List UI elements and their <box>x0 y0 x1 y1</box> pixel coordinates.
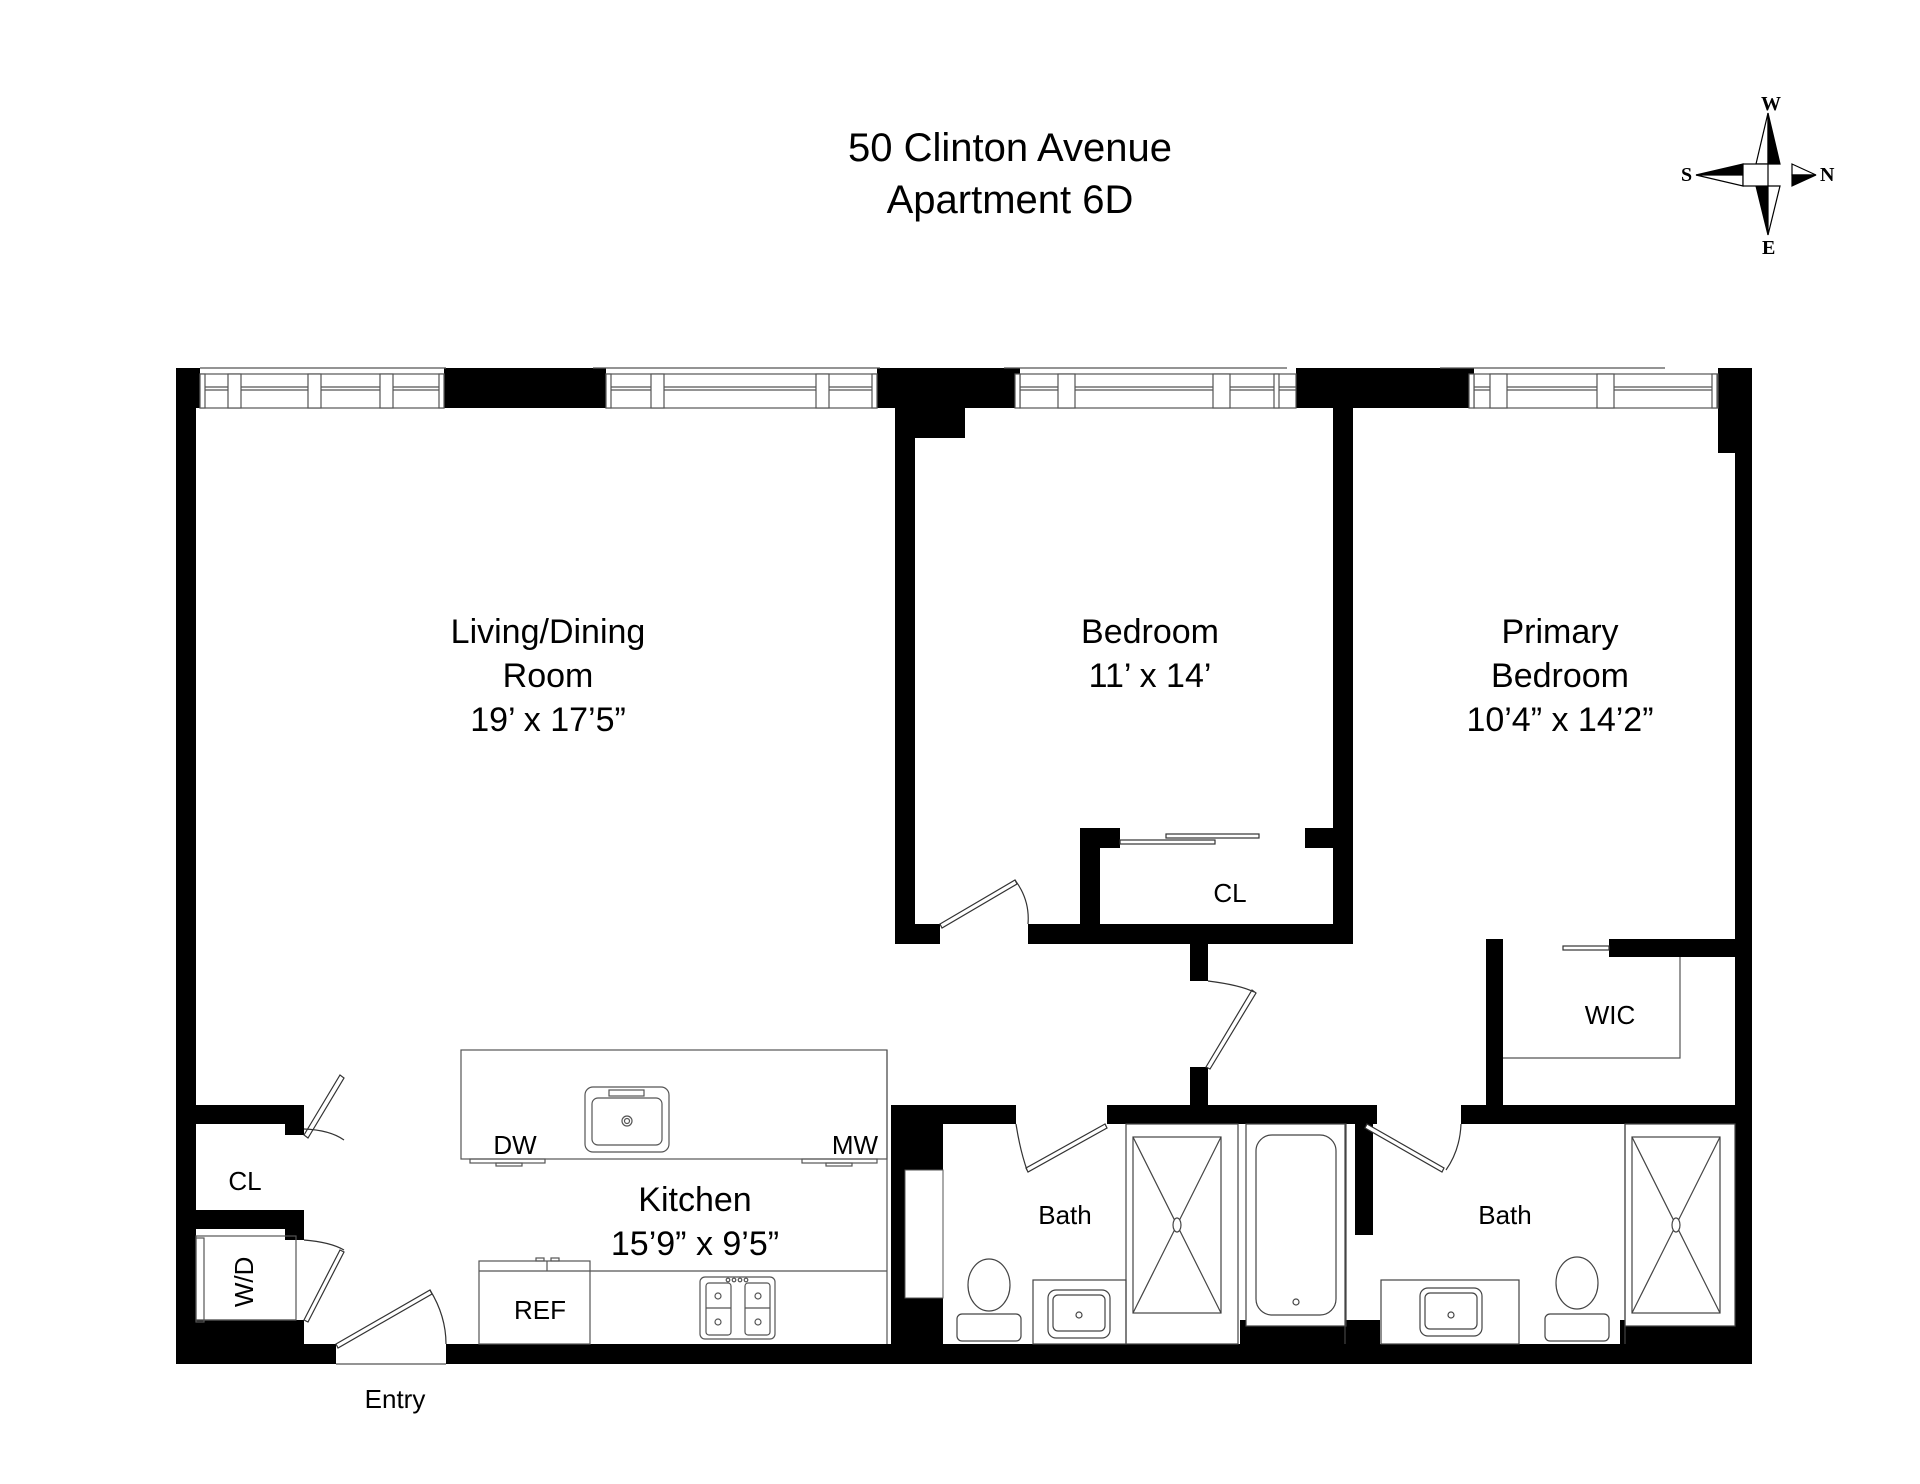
windows <box>199 367 1719 409</box>
compass-east: E <box>1762 237 1776 259</box>
room-bedroom-closet: CL <box>1213 878 1247 908</box>
room-bath-2: Bath <box>1478 1200 1532 1230</box>
room-name: Kitchen <box>638 1181 752 1219</box>
unit-number: Apartment 6D <box>886 178 1134 222</box>
room-name: Primary <box>1501 613 1619 651</box>
room-entry-closet: CL <box>228 1166 262 1196</box>
compass-south: S <box>1681 164 1693 186</box>
compass-north: N <box>1820 164 1835 186</box>
room-bedroom: Bedroom 11’ x 14’ <box>1000 610 1300 698</box>
room-primary-bedroom: Primary Bedroom 10’4” x 14’2” <box>1410 610 1710 742</box>
room-washer-dryer: W/D <box>229 1256 260 1308</box>
room-name: Bedroom <box>1081 613 1219 651</box>
appliance-dishwasher: DW <box>493 1130 537 1160</box>
address: 50 Clinton Avenue <box>848 126 1172 170</box>
room-size: 19’ x 17’5” <box>470 701 626 739</box>
bath-2-fixtures <box>1245 1123 1736 1345</box>
room-name: Living/Dining <box>450 613 646 651</box>
entry-fixtures <box>195 1235 297 1323</box>
room-entry: Entry <box>364 1384 426 1414</box>
room-size: 11’ x 14’ <box>1088 657 1212 695</box>
room-kitchen: Kitchen 15’9” x 9’5” <box>545 1178 845 1266</box>
room-walk-in-closet: WIC <box>1584 1000 1636 1030</box>
plan-title: 50 Clinton Avenue Apartment 6D <box>760 122 1260 226</box>
room-bath-1: Bath <box>1038 1200 1092 1230</box>
room-name-2: Room <box>502 657 594 695</box>
compass-rose-icon <box>1695 112 1817 236</box>
room-size: 10’4” x 14’2” <box>1466 701 1654 739</box>
wic-shelf <box>1503 957 1681 1059</box>
appliance-microwave: MW <box>831 1130 879 1160</box>
compass-west: W <box>1761 93 1781 115</box>
appliance-refrigerator: REF <box>514 1295 566 1325</box>
doors <box>303 833 1610 1365</box>
niches <box>904 1169 944 1299</box>
room-size: 15’9” x 9’5” <box>610 1225 780 1263</box>
bath-1-fixtures <box>956 1123 1239 1345</box>
room-name-2: Bedroom <box>1491 657 1629 695</box>
room-living-dining: Living/Dining Room 19’ x 17’5” <box>398 610 698 742</box>
kitchen-fixtures <box>460 1049 888 1345</box>
